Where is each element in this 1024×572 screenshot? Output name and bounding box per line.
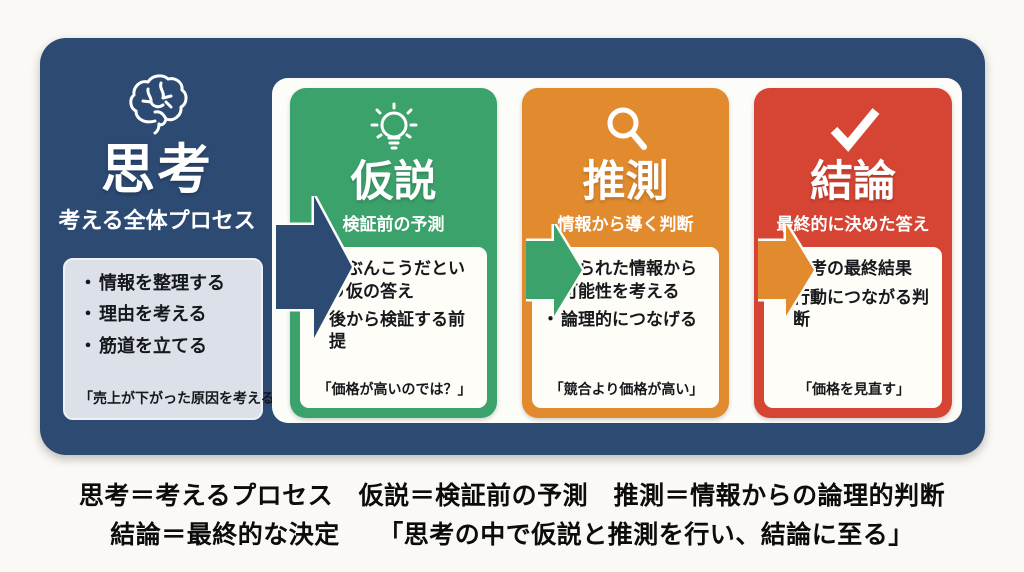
arrow-thinking-to-hypothesis xyxy=(276,196,354,338)
brain-icon xyxy=(121,66,193,138)
card-title: 仮説 xyxy=(350,157,437,207)
summary-line-1: 思考＝考えるプロセス 仮説＝検証前の予測 推測＝情報からの論理的判断 xyxy=(78,481,946,510)
example-quote: 「価格が高いのでは？」 xyxy=(317,382,472,398)
bullet-dot: ・ xyxy=(79,273,97,294)
lightbulb-icon xyxy=(364,100,424,158)
arrow-hypothesis-to-inference xyxy=(526,224,584,316)
summary-line-2: 結論＝最終的な決定 「思考の中で仮説と推測を行い、結論に至る」 xyxy=(110,520,914,549)
example-quote: 「価格を見直す」 xyxy=(798,382,910,398)
arrow-inference-to-conclusion xyxy=(758,224,816,316)
summary-footer: 思考＝考えるプロセス 仮説＝検証前の予測 推測＝情報からの論理的判断 結論＝最終… xyxy=(0,455,1024,572)
list-item: ・限られた情報から可能性を考える xyxy=(542,258,711,302)
thinking-subtitle: 考える全体プロセス xyxy=(58,209,256,235)
thinking-section: 思考 考える全体プロセス ・情報を整理する ・理由を考える ・筋道を立てる 「売… xyxy=(48,38,289,455)
card-inference: 推測 情報から導く判断 ・限られた情報から可能性を考える ・論理的につなげる 「… xyxy=(522,88,729,418)
example-quote: 「競合より価格が高い」 xyxy=(549,382,704,398)
list-item: ・筋道を立てる xyxy=(79,335,249,359)
magnifier-icon xyxy=(598,100,654,158)
card-title: 推測 xyxy=(582,157,669,207)
list-item: ・情報を整理する xyxy=(79,272,249,296)
check-icon xyxy=(822,100,884,158)
list-item: ・理由を考える xyxy=(79,303,249,327)
example-quote: 「売上が下がった原因を考える」 xyxy=(79,391,289,407)
card-subtitle: 検証前の予測 xyxy=(342,215,445,236)
card-subtitle: 情報から導く判断 xyxy=(557,215,694,236)
bullet-dot: ・ xyxy=(79,335,97,357)
card-subtitle: 最終的に決めた答え xyxy=(776,215,930,236)
card-title: 結論 xyxy=(810,157,896,207)
thinking-detail-box: ・情報を整理する ・理由を考える ・筋道を立てる 「売上が下がった原因を考える」 xyxy=(63,258,289,420)
process-diagram-frame: 思考 考える全体プロセス ・情報を整理する ・理由を考える ・筋道を立てる 「売… xyxy=(40,38,985,455)
thinking-title: 思考 xyxy=(101,138,213,201)
bullet-dot: ・ xyxy=(79,304,97,326)
